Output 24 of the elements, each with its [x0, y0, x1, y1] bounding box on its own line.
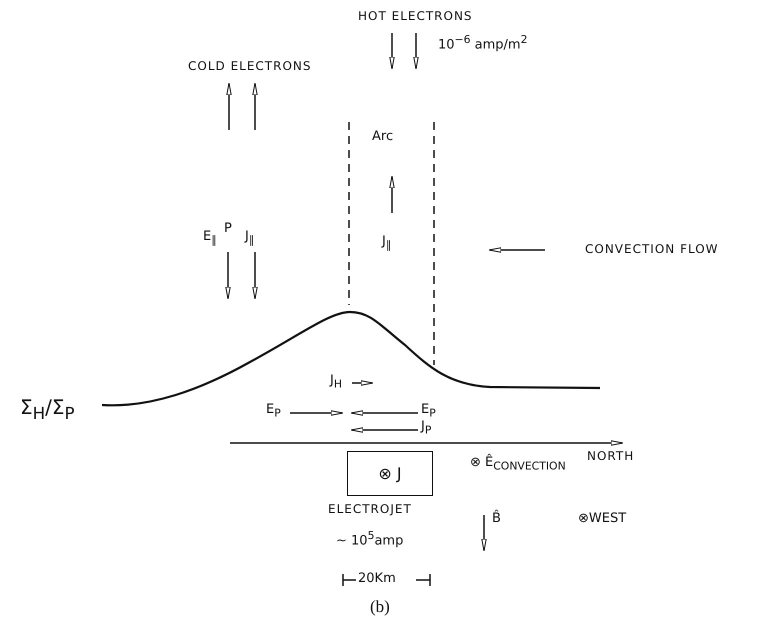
field-symbol: B̂ [492, 512, 501, 526]
question-mark: P [224, 222, 232, 236]
field-direction-label: ⊗ Ê$_{CONVECTION}$ [470, 456, 566, 472]
flow-label: CONVECTION FLOW [585, 243, 719, 256]
field-symbol: E$_{P}$ [266, 403, 281, 420]
dimension-label: 20Km [358, 572, 396, 586]
current-symbol: J$_{∥}$ [245, 230, 254, 246]
current-symbol: ⊗ J [378, 464, 402, 483]
current-density-label: 10$^{−6}$ amp/m$^{2}$ [438, 34, 528, 53]
particle-label: HOT ELECTRONS [358, 10, 473, 24]
electrojet-box [347, 451, 433, 496]
current-magnitude-label: ~ 10$^{5}$amp [336, 530, 404, 549]
figure-caption: (b) [370, 598, 390, 617]
direction-label: NORTH [587, 450, 634, 464]
region-label: Arc [372, 130, 394, 144]
current-symbol: J$_{P}$ [421, 420, 432, 436]
current-symbol: J$_{H}$ [330, 374, 342, 390]
particle-label: COLD ELECTRONS [188, 60, 312, 74]
field-symbol: E$_{P}$ [421, 403, 436, 420]
conductivity-ratio-label: Σ$_{H}$/Σ$_{P}$ [20, 396, 75, 424]
current-symbol: J$_{∥}$ [382, 235, 392, 252]
field-symbol: E$_{∥}$ [203, 230, 217, 246]
region-label: ELECTROJET [328, 503, 412, 516]
direction-label: ⊗WEST [578, 512, 626, 526]
